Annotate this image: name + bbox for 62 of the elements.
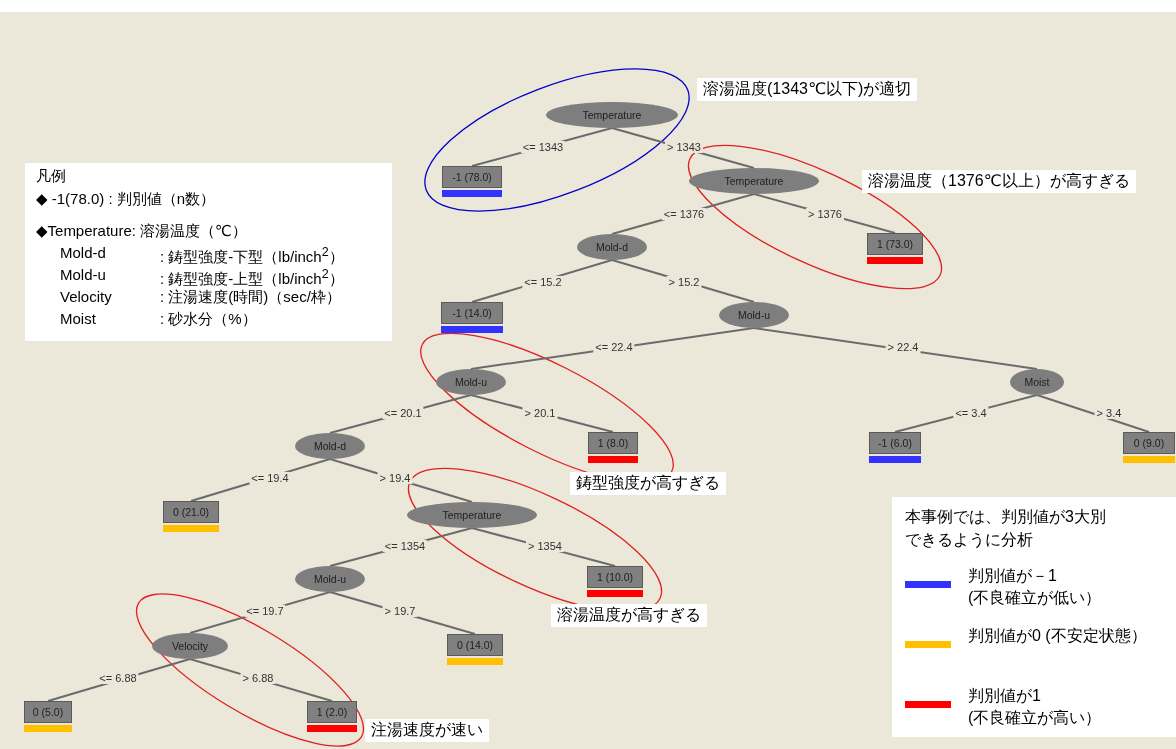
edge-label: > 19.4 [377, 472, 413, 484]
edge-label: <= 15.2 [522, 276, 564, 288]
leaf-node-box: 1 (10.0) [587, 566, 643, 588]
edge-label: > 3.4 [1094, 407, 1124, 419]
legend-text: ◆ -1(78.0) : 判別値（n数） [36, 189, 216, 208]
annotation-text: 溶湯温度（1376℃以上）が高すぎる [862, 170, 1136, 193]
leaf-node-box: -1 (6.0) [869, 432, 921, 454]
edge-label: <= 1354 [382, 540, 428, 552]
edge-label: <= 20.1 [382, 407, 424, 419]
legend-text: : 砂水分（%） [160, 309, 257, 328]
tree-branch-line [1036, 394, 1150, 433]
edge-label: <= 6.88 [97, 672, 139, 684]
annotation-text: 溶湯温度(1343℃以下)が適切 [697, 78, 918, 101]
legend-text: Mold-u [60, 265, 106, 284]
legend-text: : 注湯速度(時間)（sec/枠） [160, 287, 341, 306]
annotation-text: 注湯速度が速い [365, 719, 489, 742]
legend-text: 判別値が－1 (不良確立が低い） [968, 566, 1103, 608]
edge-label: > 19.7 [382, 605, 418, 617]
edge-label: <= 3.4 [953, 407, 989, 419]
split-node-ellipse: Mold-u [719, 302, 789, 328]
leaf-node-box: 1 (73.0) [867, 233, 923, 255]
split-node-ellipse: Temperature [546, 102, 678, 128]
edge-label: > 20.1 [522, 407, 558, 419]
split-node-ellipse: Mold-d [577, 234, 647, 260]
split-node-ellipse: Moist [1010, 369, 1064, 395]
leaf-node-box: 1 (2.0) [307, 701, 357, 723]
legend-text: Moist [60, 309, 96, 328]
split-node-ellipse: Temperature [407, 502, 537, 528]
split-node-ellipse: Velocity [152, 633, 228, 659]
legend-text: 判別値が0 (不安定状態） [968, 626, 1148, 646]
edge-label: > 15.2 [666, 276, 702, 288]
legend-text: Velocity [60, 287, 112, 306]
legend-text: Mold-d [60, 243, 106, 262]
edge-label: > 6.88 [240, 672, 276, 684]
legend-text: 凡例 [36, 166, 66, 185]
edge-label: > 1376 [806, 208, 844, 220]
edge-label: <= 1376 [661, 208, 707, 220]
edge-label: <= 1343 [520, 141, 566, 153]
split-node-ellipse: Mold-u [295, 566, 365, 592]
edge-label: > 1354 [526, 540, 564, 552]
legend-text: 判別値が1 (不良確立が高い） [968, 686, 1103, 728]
split-node-ellipse: Mold-u [436, 369, 506, 395]
edge-label: <= 19.4 [249, 472, 291, 484]
split-node-ellipse: Mold-d [295, 433, 365, 459]
leaf-node-box: 0 (14.0) [447, 634, 503, 656]
legend-text: ◆Temperature: 溶湯温度（℃） [36, 221, 247, 240]
annotation-text: 溶湯温度が高すぎる [551, 604, 707, 627]
legend-heading: 本事例では、判別値が3大別できるように分析 [905, 507, 1107, 550]
leaf-node-box: 0 (5.0) [24, 701, 72, 723]
leaf-node-box: -1 (14.0) [441, 302, 503, 324]
edge-label: <= 19.7 [244, 605, 286, 617]
annotation-text: 鋳型強度が高すぎる [570, 472, 726, 495]
leaf-node-box: 1 (8.0) [588, 432, 638, 454]
legend-text: : 鋳型強度-下型（lb/inch$^{2}$） [160, 244, 344, 266]
leaf-node-box: -1 (78.0) [442, 166, 502, 188]
edge-label: > 22.4 [885, 341, 921, 353]
leaf-node-box: 0 (21.0) [163, 501, 219, 523]
edge-label: > 1343 [665, 141, 703, 153]
split-node-ellipse: Temperature [689, 168, 819, 194]
leaf-node-box: 0 (9.0) [1123, 432, 1175, 454]
edge-label: <= 22.4 [593, 341, 635, 353]
legend-text: : 鋳型強度-上型（lb/inch$^{2}$） [160, 266, 344, 288]
